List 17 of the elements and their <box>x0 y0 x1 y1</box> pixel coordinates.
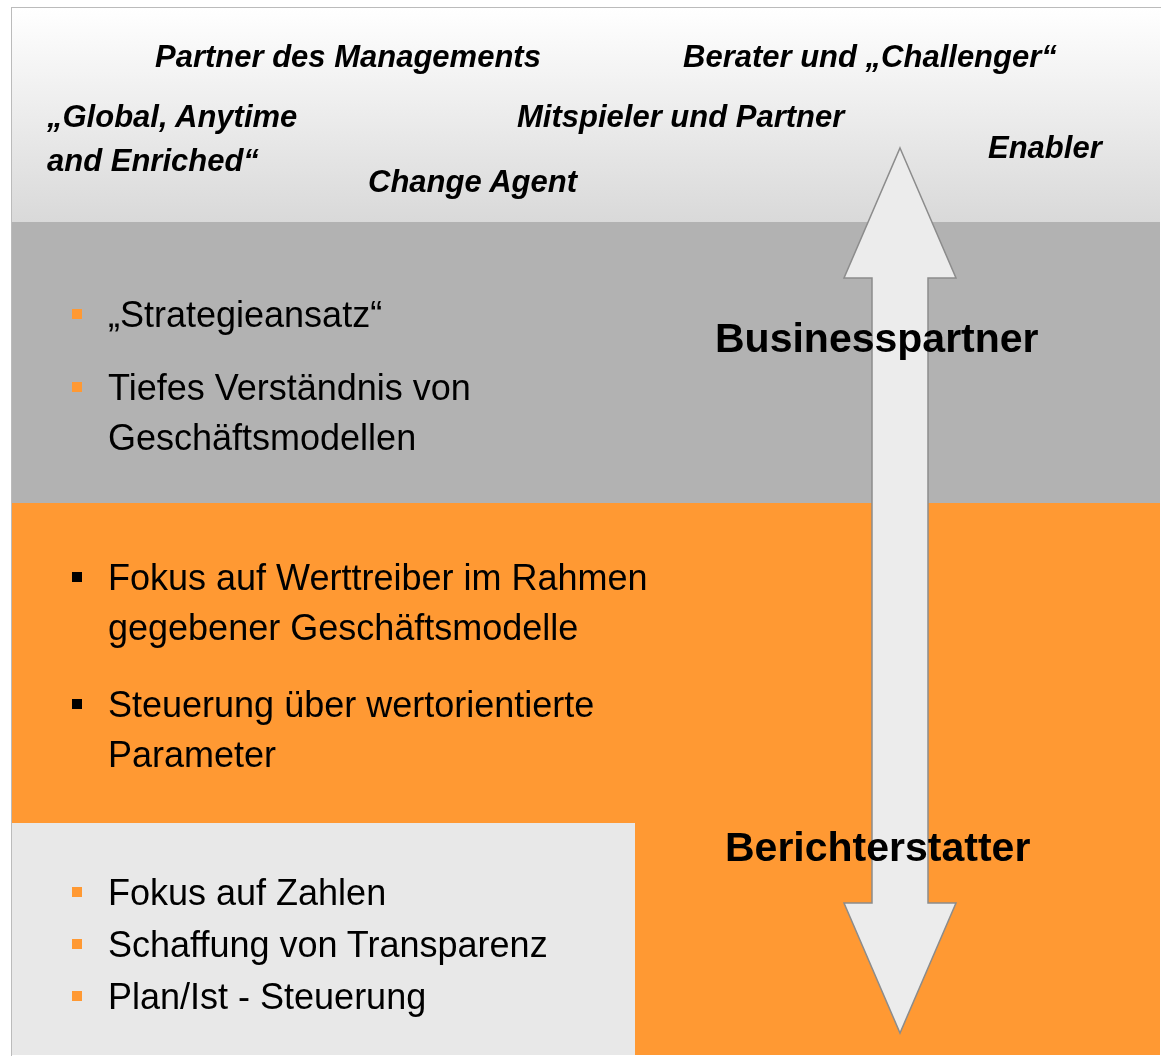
role-label: Enabler <box>988 129 1104 167</box>
bullet-item: Schaffung von Transparenz <box>72 920 668 970</box>
bullet-item: Fokus auf Werttreiber im Rahmen gegebener Geschäftsmodelle <box>72 553 828 653</box>
role-label: „Global, Anytime and Enriched“ <box>47 98 299 180</box>
bullet-item: Steuerung über wertorientierte Parameter <box>72 680 708 780</box>
bullet-item: „Strategieansatz“ <box>72 290 668 340</box>
bullet-item: Fokus auf Zahlen <box>72 868 668 918</box>
bullet-item: Plan/Ist - Steuerung <box>72 972 668 1022</box>
level-label: Businesspartner <box>715 314 1039 362</box>
role-label: Partner des Managements <box>155 38 542 76</box>
upper-band <box>12 222 1160 503</box>
text-panel <box>12 823 635 1055</box>
role-label: Change Agent <box>368 163 579 201</box>
bullet-item: Tiefes Verständnis von Geschäftsmodellen <box>72 363 668 463</box>
lower-band <box>12 503 1160 1055</box>
role-label: Mitspieler und Partner <box>517 98 847 136</box>
role-label: Berater und „Challenger“ <box>683 38 1058 76</box>
